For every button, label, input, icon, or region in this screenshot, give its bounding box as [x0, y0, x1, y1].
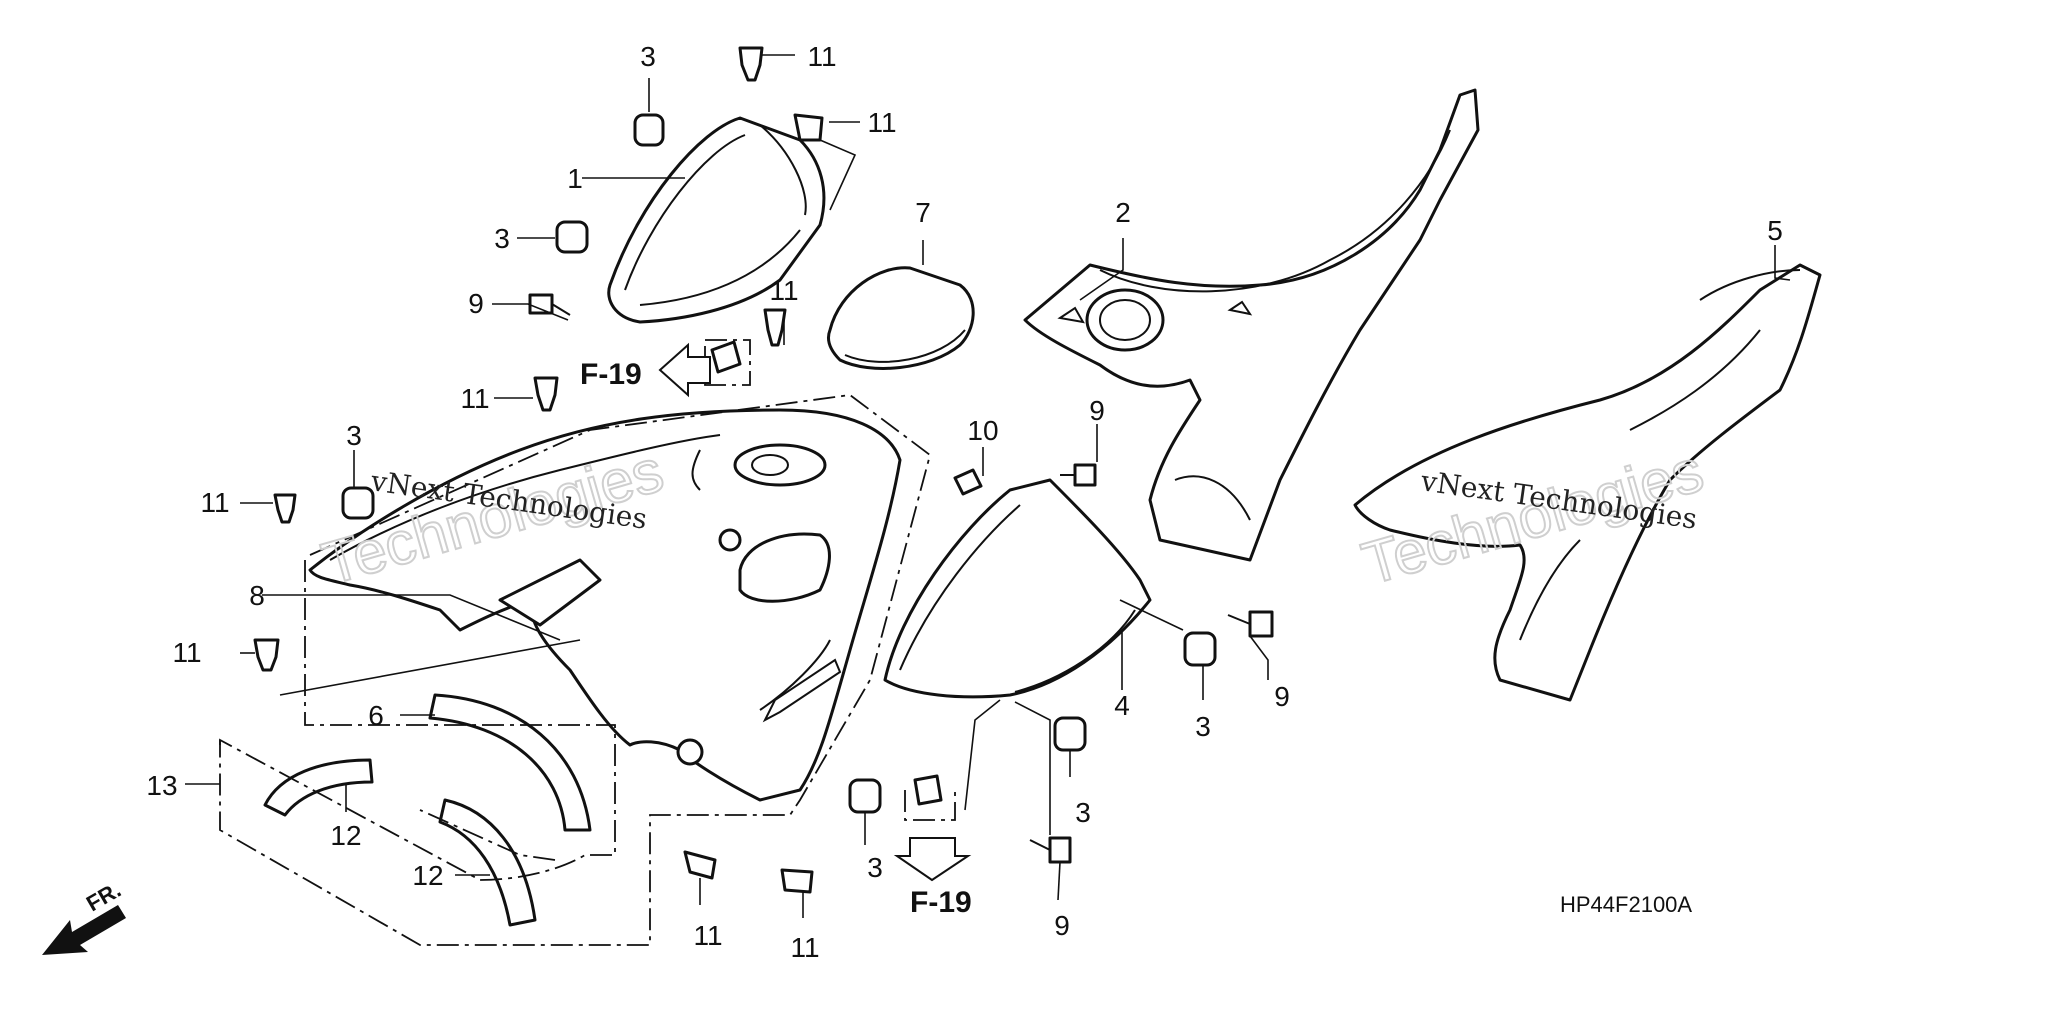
- callout-11: 11: [200, 487, 229, 518]
- part-6-rubber-strip: [428, 693, 592, 832]
- clip-11f: [253, 638, 280, 672]
- part-12-cushion-a: [263, 758, 374, 817]
- callout-3: 3: [494, 223, 510, 254]
- part-2-side-cover: [1023, 88, 1480, 562]
- clip-11a: [738, 46, 764, 82]
- callout-12: 12: [412, 860, 443, 891]
- reference-label-lower: F-19: [910, 886, 972, 919]
- callout-3: 3: [346, 420, 362, 451]
- grommet-3b: [555, 220, 589, 254]
- callout-11: 11: [867, 107, 896, 138]
- bolt-9d: [1029, 836, 1072, 864]
- grommet-3c: [341, 486, 375, 520]
- callout-9: 9: [1089, 395, 1105, 426]
- callout-6: 6: [368, 700, 384, 731]
- leader-lines: [185, 54, 1791, 918]
- grommet-3f: [848, 778, 882, 814]
- clip-nut-lower: [913, 774, 943, 806]
- callout-7: 7: [915, 197, 931, 228]
- grommet-3e: [1053, 716, 1087, 752]
- callout-labels: 3 11 11 1 3 9 11 7 2 5 11 3 10 9 11 8 11…: [146, 41, 1782, 963]
- callout-3: 3: [640, 41, 656, 72]
- callout-3: 3: [1075, 797, 1091, 828]
- grommet-3d: [1183, 631, 1217, 667]
- reference-label-upper: F-19: [580, 358, 642, 391]
- nut-clip-10: [953, 468, 983, 496]
- callout-8: 8: [249, 580, 265, 611]
- part-4-panel: [883, 478, 1152, 699]
- part-1-front-cover: [607, 116, 826, 324]
- part-5-shroud: [1353, 263, 1822, 702]
- part-7-cap: [826, 266, 975, 370]
- callout-1: 1: [567, 163, 583, 194]
- diagram-code: HP44F2100A: [1560, 892, 1692, 917]
- callout-9: 9: [1274, 681, 1290, 712]
- clip-11e: [273, 493, 297, 524]
- f19-arrow-upper: [658, 342, 711, 398]
- callout-5: 5: [1767, 215, 1783, 246]
- callout-10: 10: [967, 415, 998, 446]
- part-8-side-cowl: [308, 408, 902, 802]
- callout-9: 9: [468, 288, 484, 319]
- callout-13: 13: [146, 770, 177, 801]
- callout-3: 3: [867, 852, 883, 883]
- callout-3: 3: [1195, 711, 1211, 742]
- grommet-3a: [633, 113, 665, 147]
- clip-11d: [533, 376, 559, 412]
- callout-11: 11: [807, 41, 836, 72]
- bolt-9b: [1060, 463, 1097, 487]
- callout-2: 2: [1115, 197, 1131, 228]
- clip-11b: [793, 113, 824, 142]
- clip-nut-upper: [710, 340, 742, 374]
- clip-11c: [763, 308, 787, 347]
- callout-12: 12: [330, 820, 361, 851]
- callout-4: 4: [1114, 690, 1130, 721]
- callout-11: 11: [769, 275, 798, 306]
- callout-11: 11: [693, 920, 722, 951]
- callout-11: 11: [790, 932, 819, 963]
- f19-arrow-lower: [893, 837, 972, 882]
- front-arrow-icon: [42, 905, 126, 955]
- part-12-cushion-b: [438, 798, 537, 927]
- bolt-9c: [1227, 610, 1274, 638]
- assembly-outlines: [219, 339, 956, 946]
- callout-9: 9: [1054, 910, 1070, 941]
- callout-11: 11: [172, 637, 201, 668]
- callout-11: 11: [460, 383, 489, 414]
- clip-11h: [780, 868, 814, 894]
- clip-11g: [683, 850, 717, 880]
